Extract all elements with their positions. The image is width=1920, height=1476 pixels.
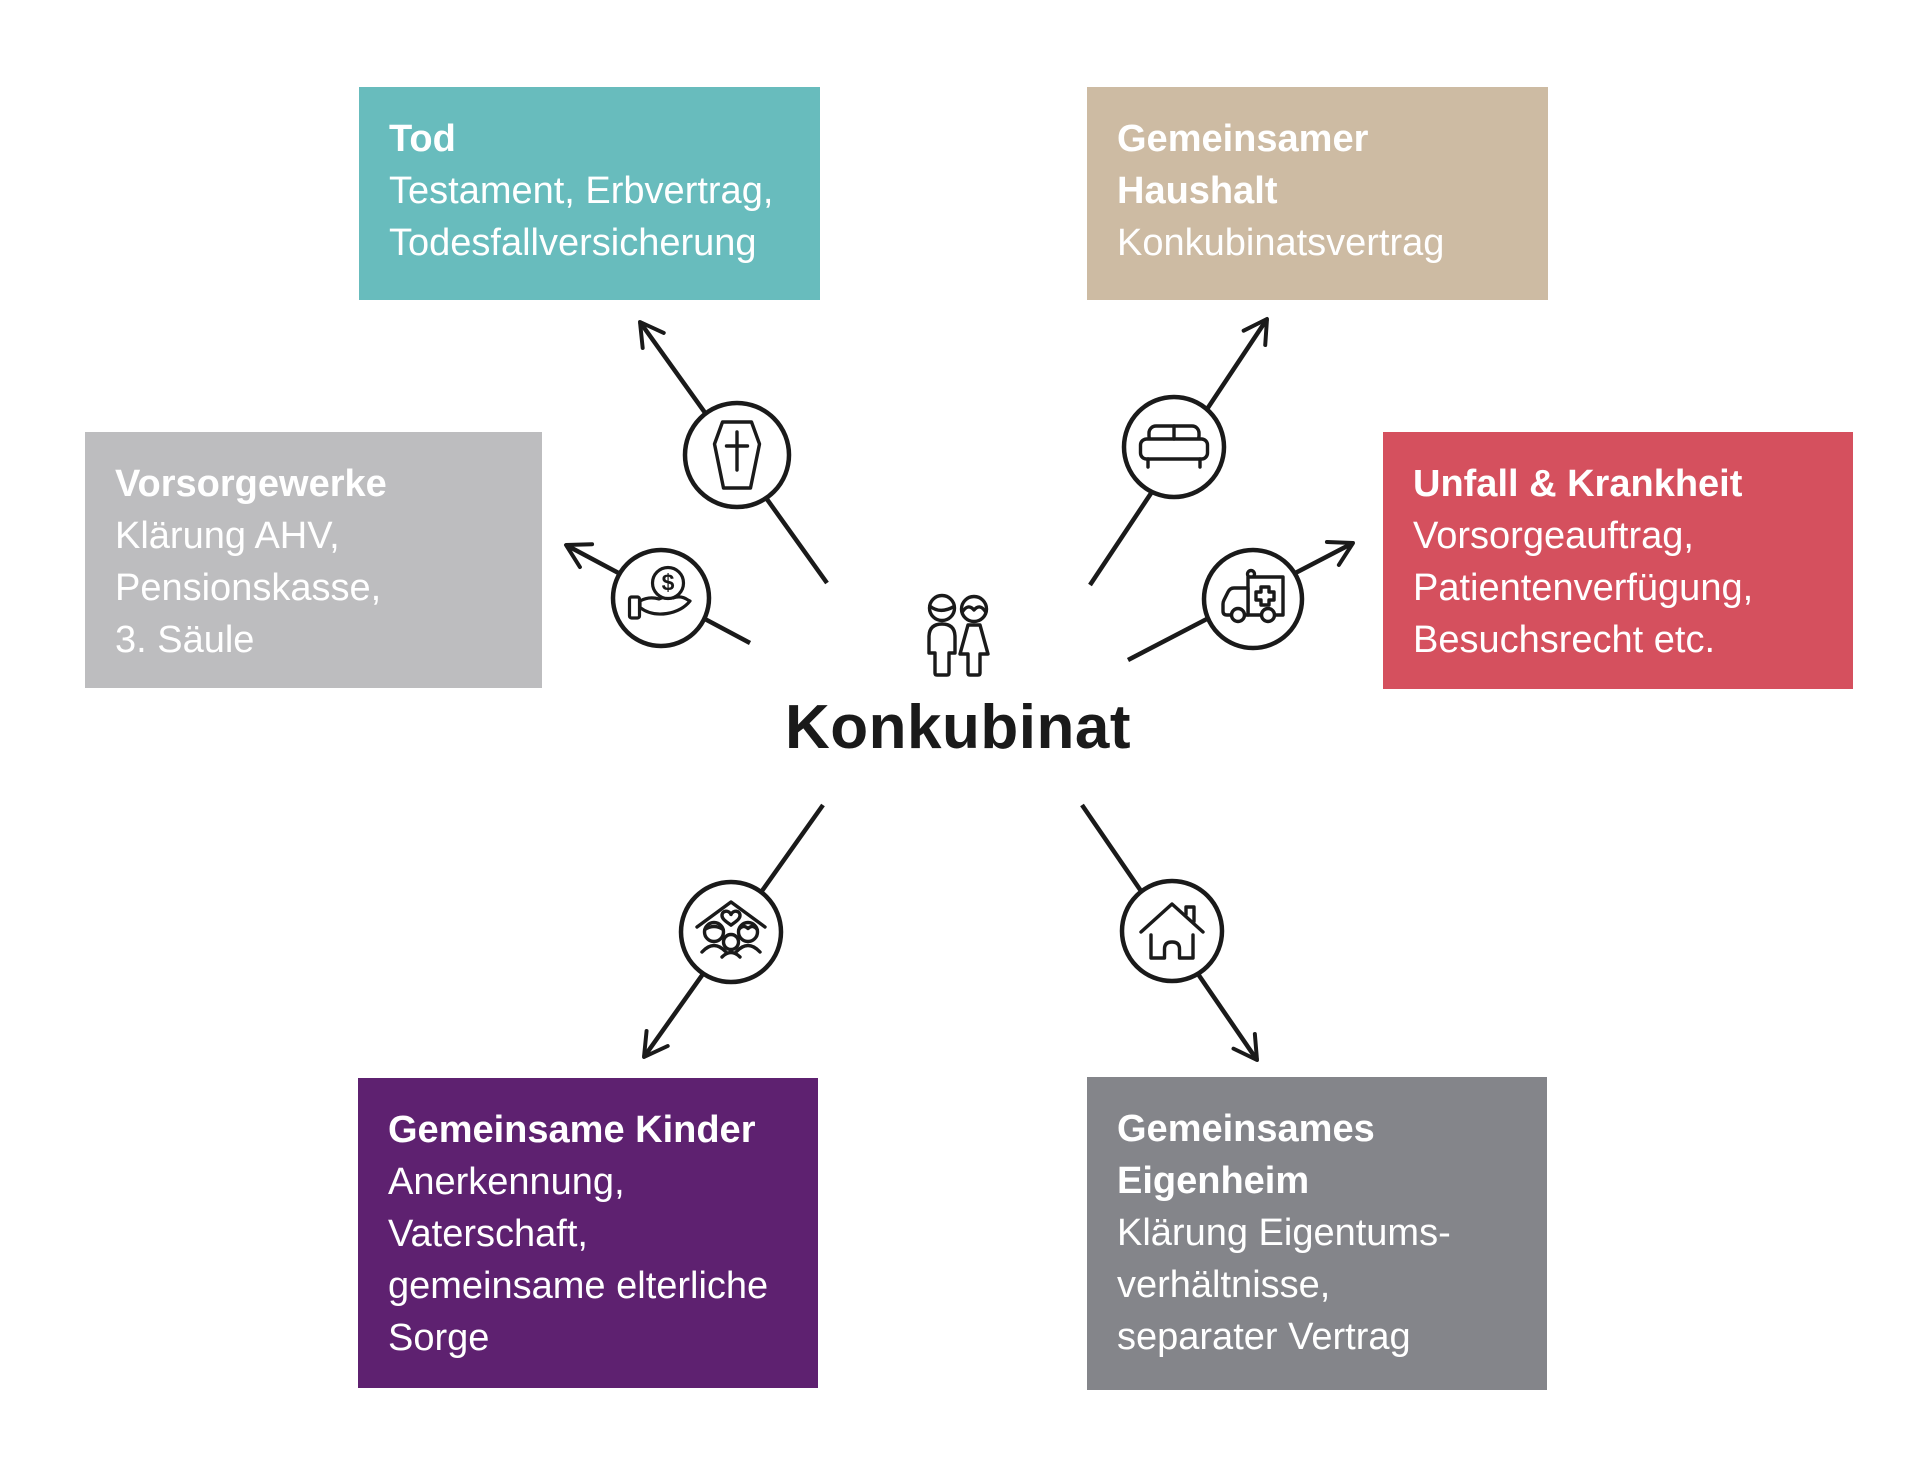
box-haushalt: Gemeinsamer Haushalt Konkubinatsvertrag — [1087, 87, 1548, 300]
box-unfall-title: Unfall & Krankheit — [1413, 463, 1743, 505]
box-tod-body: Testament, Erbvertrag, Todesfallversiche… — [389, 170, 774, 264]
center-title: Konkubinat — [785, 693, 1131, 762]
box-kinder: Gemeinsame Kinder Anerkennung, Vaterscha… — [358, 1078, 818, 1388]
house-icon — [1119, 878, 1225, 984]
family-icon — [678, 879, 784, 985]
box-kinder-body: Anerkennung, Vaterschaft, gemeinsame elt… — [388, 1161, 769, 1359]
couple-icon — [927, 593, 990, 677]
box-haushalt-body: Konkubinatsvertrag — [1117, 222, 1445, 264]
box-vorsorgewerke-title: Vorsorgewerke — [115, 463, 387, 505]
box-tod: Tod Testament, Erbvertrag, Todesfallvers… — [359, 87, 820, 300]
box-tod-title: Tod — [389, 118, 456, 160]
box-eigenheim: Gemeinsames Eigenheim Klärung Eigentums-… — [1087, 1077, 1547, 1390]
sofa-icon — [1121, 394, 1227, 500]
dollar-glyph: $ — [662, 570, 675, 596]
box-eigenheim-title: Gemeinsames Eigenheim — [1117, 1108, 1375, 1202]
box-haushalt-title: Gemeinsamer Haushalt — [1117, 118, 1369, 212]
box-vorsorgewerke-body: Klärung AHV, Pensionskasse, 3. Säule — [115, 515, 382, 661]
box-unfall: Unfall & Krankheit Vorsorgeauftrag, Pati… — [1383, 432, 1853, 689]
box-unfall-body: Vorsorgeauftrag, Patientenverfügung, Bes… — [1413, 515, 1754, 661]
box-kinder-title: Gemeinsame Kinder — [388, 1109, 756, 1151]
ambulance-icon — [1201, 547, 1305, 651]
coffin-icon — [682, 400, 792, 510]
box-eigenheim-body: Klärung Eigentums- verhältnisse, separat… — [1117, 1212, 1451, 1358]
box-vorsorgewerke: Vorsorgewerke Klärung AHV, Pensionskasse… — [85, 432, 542, 688]
money-hand-icon: $ — [610, 547, 712, 649]
